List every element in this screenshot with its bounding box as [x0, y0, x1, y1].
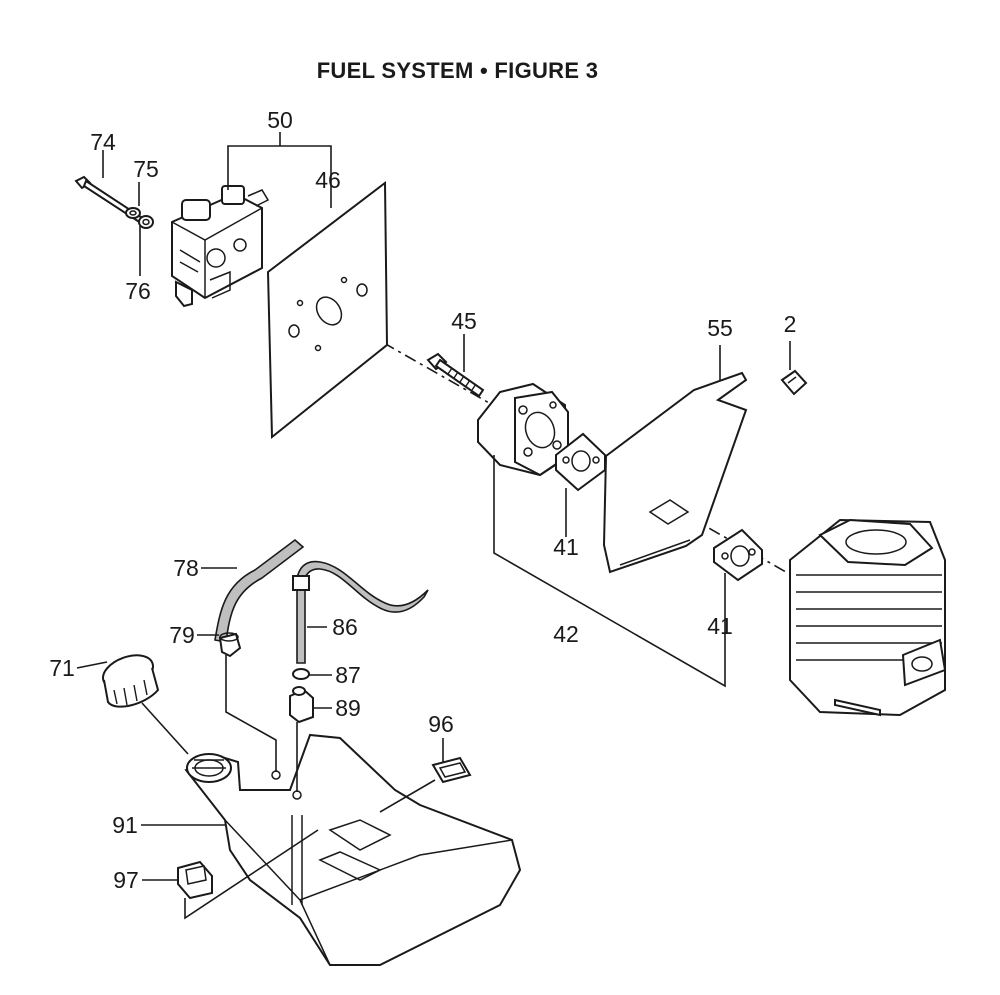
washer-75 [125, 207, 141, 219]
fuel-cap-71 [102, 654, 160, 708]
diagram-title: FUEL SYSTEM • FIGURE 3 [316, 58, 599, 83]
callout-55: 55 [707, 315, 733, 341]
bolt-45 [426, 352, 485, 398]
route-96-to-tank [379, 779, 436, 813]
callout-86: 86 [332, 614, 358, 640]
callout-71: 71 [49, 655, 75, 681]
fuel-filter-89 [289, 686, 314, 724]
washer-76 [138, 215, 154, 229]
clip-2 [780, 369, 808, 396]
callout-97: 97 [113, 867, 139, 893]
callout-41b: 41 [707, 613, 733, 639]
route-79-to-tank [225, 655, 277, 772]
callout-91: 91 [112, 812, 138, 838]
engine-cylinder [789, 518, 947, 717]
callout-50: 50 [267, 107, 293, 133]
insulator-42 [477, 382, 569, 477]
callout-45: 45 [451, 308, 477, 334]
callout-41a: 41 [553, 534, 579, 560]
callout-87: 87 [335, 662, 361, 688]
grommet-96 [431, 756, 472, 784]
fuel-line-86 [292, 560, 429, 664]
callout-42: 42 [553, 621, 579, 647]
callout-96: 96 [428, 711, 454, 737]
callout-74: 74 [90, 129, 116, 155]
callout-76: 76 [125, 278, 151, 304]
fuel-hose-78 [214, 538, 305, 643]
fuel-tank-91 [184, 733, 522, 966]
gasket-46 [266, 181, 389, 440]
grommet-79 [218, 632, 242, 658]
callout-2: 2 [784, 311, 797, 337]
callout-46: 46 [315, 167, 341, 193]
callout-79: 79 [169, 622, 195, 648]
bracket-97 [184, 829, 319, 920]
callout-78: 78 [173, 555, 199, 581]
callout-75: 75 [133, 156, 159, 182]
rubber-mount-97 [177, 860, 213, 900]
leader-71 [76, 661, 108, 669]
carburetor-50 [171, 185, 270, 308]
callout-89: 89 [335, 695, 361, 721]
clamp-87 [292, 668, 310, 680]
route-71-to-tank [141, 702, 189, 755]
bracket-42 [493, 455, 726, 688]
heat-shield-55 [602, 371, 748, 574]
gasket-41-right [713, 528, 763, 582]
